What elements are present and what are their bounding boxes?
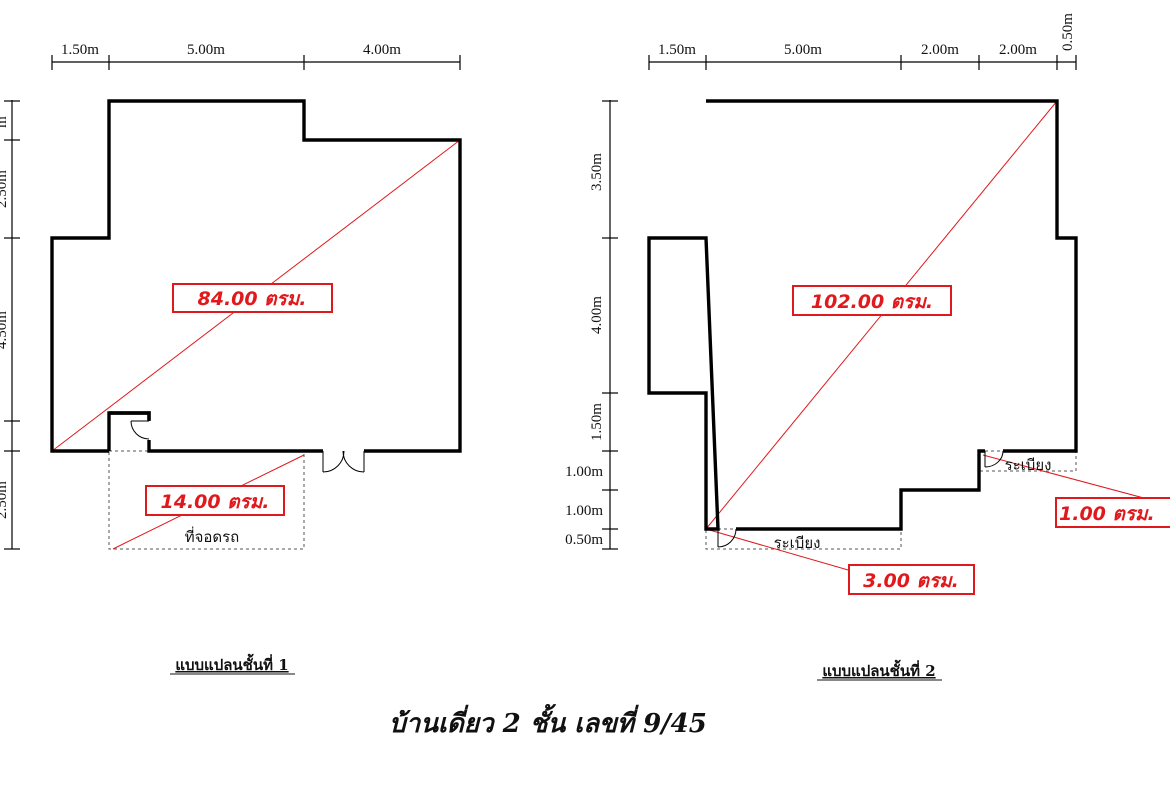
floor-2-caption: แบบแปลนชั้นที่ 2	[822, 659, 935, 680]
f1-parking-area: 14.00 ตรม.	[161, 491, 270, 513]
f2-dim-top-4: 2.00m	[999, 42, 1037, 58]
f1-parking-area-tag: 14.00 ตรม.	[145, 485, 285, 516]
floor-1-outline	[50, 99, 462, 453]
side-balcony-label: ระเบียง	[1005, 456, 1052, 474]
f2-dim-left-4: 1.00m	[565, 464, 603, 480]
f1-dim-top-3: 4.00m	[363, 42, 401, 58]
f1-dim-left-3: 4.50m	[0, 311, 10, 349]
floor-1-plan: 1.50m 5.00m 4.00m m 2.50m 4.50m 2.50m	[0, 42, 462, 675]
f2-side-balcony-area: 1.00 ตรม.	[1059, 503, 1155, 525]
f1-dim-left-2: 2.50m	[0, 170, 10, 208]
floor-2-top-dimensions: 1.50m 5.00m 2.00m 2.00m 0.50m	[648, 13, 1077, 70]
f1-dim-left-1: m	[0, 116, 10, 128]
house-title: บ้านเดี่ยว 2 ชั้น เลขที่ 9/45	[389, 703, 707, 739]
f2-dim-left-5: 1.00m	[565, 503, 603, 519]
f2-front-balcony-area: 3.00 ตรม.	[863, 570, 959, 592]
floor-2-plan: 1.50m 5.00m 2.00m 2.00m 0.50m 3.50m 4.00…	[565, 13, 1170, 681]
f1-side-door-icon	[130, 420, 150, 440]
f2-dim-top-3: 2.00m	[921, 42, 959, 58]
f1-main-door-icon	[322, 450, 365, 473]
f2-dim-top-1: 1.50m	[658, 42, 696, 58]
f2-dim-top-2: 5.00m	[784, 42, 822, 58]
f2-dim-left-6: 0.50m	[565, 532, 603, 548]
f1-main-area-tag: 84.00 ตรม.	[172, 283, 333, 313]
floor-2-left-dimensions: 3.50m 4.00m 1.50m 1.00m 1.00m 0.50m	[565, 100, 618, 550]
f2-dim-left-3: 1.50m	[589, 403, 605, 441]
floor-1-top-dimensions: 1.50m 5.00m 4.00m	[51, 42, 461, 70]
f2-front-balcony-door-icon	[717, 528, 737, 548]
f2-front-balcony-area-tag: 3.00 ตรม.	[848, 564, 975, 595]
floor-2-outline	[647, 99, 1078, 531]
f1-dim-top-2: 5.00m	[187, 42, 225, 58]
f2-dim-left-2: 4.00m	[589, 296, 605, 334]
f2-main-area-tag: 102.00 ตรม.	[792, 285, 952, 316]
f2-side-balcony-door-icon	[984, 450, 1004, 468]
front-balcony-label: ระเบียง	[774, 534, 821, 552]
f1-dim-top-1: 1.50m	[61, 42, 99, 58]
f1-main-area: 84.00 ตรม.	[198, 288, 307, 310]
f2-side-balcony-area-tag: 1.00 ตรม.	[1055, 497, 1170, 528]
f2-dim-top-5: 0.50m	[1060, 13, 1076, 51]
floor-1-caption: แบบแปลนชั้นที่ 1	[175, 653, 288, 674]
parking-label: ที่จอดรถ	[185, 526, 240, 546]
f2-main-area: 102.00 ตรม.	[811, 291, 933, 313]
f2-dim-left-1: 3.50m	[589, 153, 605, 191]
f1-dim-left-4: 2.50m	[0, 481, 10, 519]
f2-side-balcony-leader	[982, 454, 1170, 506]
f2-front-balcony-leader	[705, 528, 863, 575]
floor-1-left-dimensions: m 2.50m 4.50m 2.50m	[0, 100, 20, 550]
